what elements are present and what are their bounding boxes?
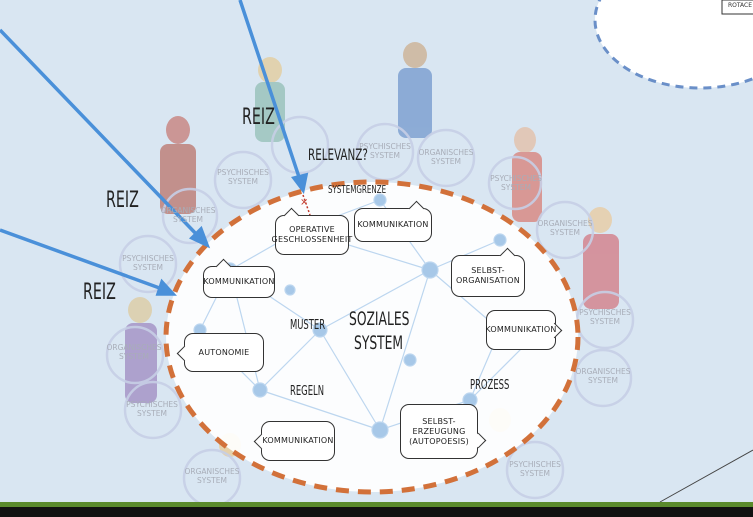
label-psychisches-system: PSYCHISCHES SYSTEM xyxy=(579,308,631,326)
title-soziales-system-2: SYSTEM xyxy=(354,332,404,354)
bubble-text: AUTONOMIE xyxy=(198,347,250,357)
label-reiz-middle: REIZ xyxy=(106,188,139,213)
neighbour-system-boundary xyxy=(593,0,753,90)
label-organisches-system: ORGANISCHES SYSTEM xyxy=(537,219,593,237)
label-prozess: PROZESS xyxy=(470,378,510,393)
label-psychisches-system: PSYCHISCHES SYSTEM xyxy=(509,460,561,478)
label-organisches-system: ORGANISCHES SYSTEM xyxy=(160,206,216,224)
bubble-kommunikation-bottom: KOMMUNIKATION xyxy=(253,421,335,461)
label-reiz-top: REIZ xyxy=(242,105,275,130)
bottom-bar xyxy=(0,502,753,517)
label-systemgrenze: SYSTEMGRENZE xyxy=(328,183,387,196)
bubble-text: SELBST- ORGANISATION xyxy=(456,266,520,285)
label-reiz-left: REIZ xyxy=(83,280,116,305)
label-organisches-system: ORGANISCHES SYSTEM xyxy=(184,467,240,485)
background-circles xyxy=(105,115,635,508)
bubble-kommunikation-top: KOMMUNIKATION xyxy=(354,200,432,242)
blocked-relevance-arrow: × xyxy=(300,194,311,216)
bubble-text: KOMMUNIKATION xyxy=(203,277,275,286)
bubble-kommunikation-left: KOMMUNIKATION xyxy=(203,258,275,298)
label-regeln: REGELN xyxy=(290,384,325,399)
bubble-selbstorganisation: SELBST- ORGANISATION xyxy=(451,247,525,297)
bubble-text: KOMMUNIKATION xyxy=(262,436,334,445)
label-relevanz: RELEVANZ? xyxy=(308,145,368,164)
label-psychisches-system: PSYCHISCHES SYSTEM xyxy=(217,168,269,186)
title-soziales-system-1: SOZIALES xyxy=(349,308,410,330)
bubble-selbsterzeugung: SELBST- ERZEUGUNG (AUTOPOESIS) xyxy=(400,404,487,459)
bubble-kommunikation-right: KOMMUNIKATION xyxy=(485,310,563,350)
label-organisches-system: ORGANISCHES SYSTEM xyxy=(575,367,631,385)
stimulus-arrows xyxy=(0,0,309,296)
bubble-autonomie: AUTONOMIE xyxy=(176,333,264,372)
label-organisches-system: ORGANISCHES SYSTEM xyxy=(106,343,162,361)
corner-label: ROTACE xyxy=(727,2,753,9)
label-psychisches-system: PSYCHISCHES SYSTEM xyxy=(359,142,411,160)
label-psychisches-system: PSYCHISCHES SYSTEM xyxy=(126,400,178,418)
system-boundary xyxy=(163,179,581,495)
bubble-text: SELBST- ERZEUGUNG (AUTOPOESIS) xyxy=(409,416,469,446)
label-organisches-system: ORGANISCHES SYSTEM xyxy=(418,148,474,166)
label-psychisches-system: PSYCHISCHES SYSTEM xyxy=(490,174,542,192)
bubble-text: KOMMUNIKATION xyxy=(357,220,429,229)
bubble-text: OPERATIVE GESCHLOSSENHEIT xyxy=(271,225,353,244)
bubble-text: KOMMUNIKATION xyxy=(485,325,557,334)
background-people xyxy=(125,42,619,457)
label-muster: MUSTER xyxy=(290,318,326,333)
svg-text:×: × xyxy=(300,197,308,208)
label-psychisches-system: PSYCHISCHES SYSTEM xyxy=(122,254,174,272)
bubble-operative-geschlossenheit: OPERATIVE GESCHLOSSENHEIT xyxy=(272,207,352,255)
